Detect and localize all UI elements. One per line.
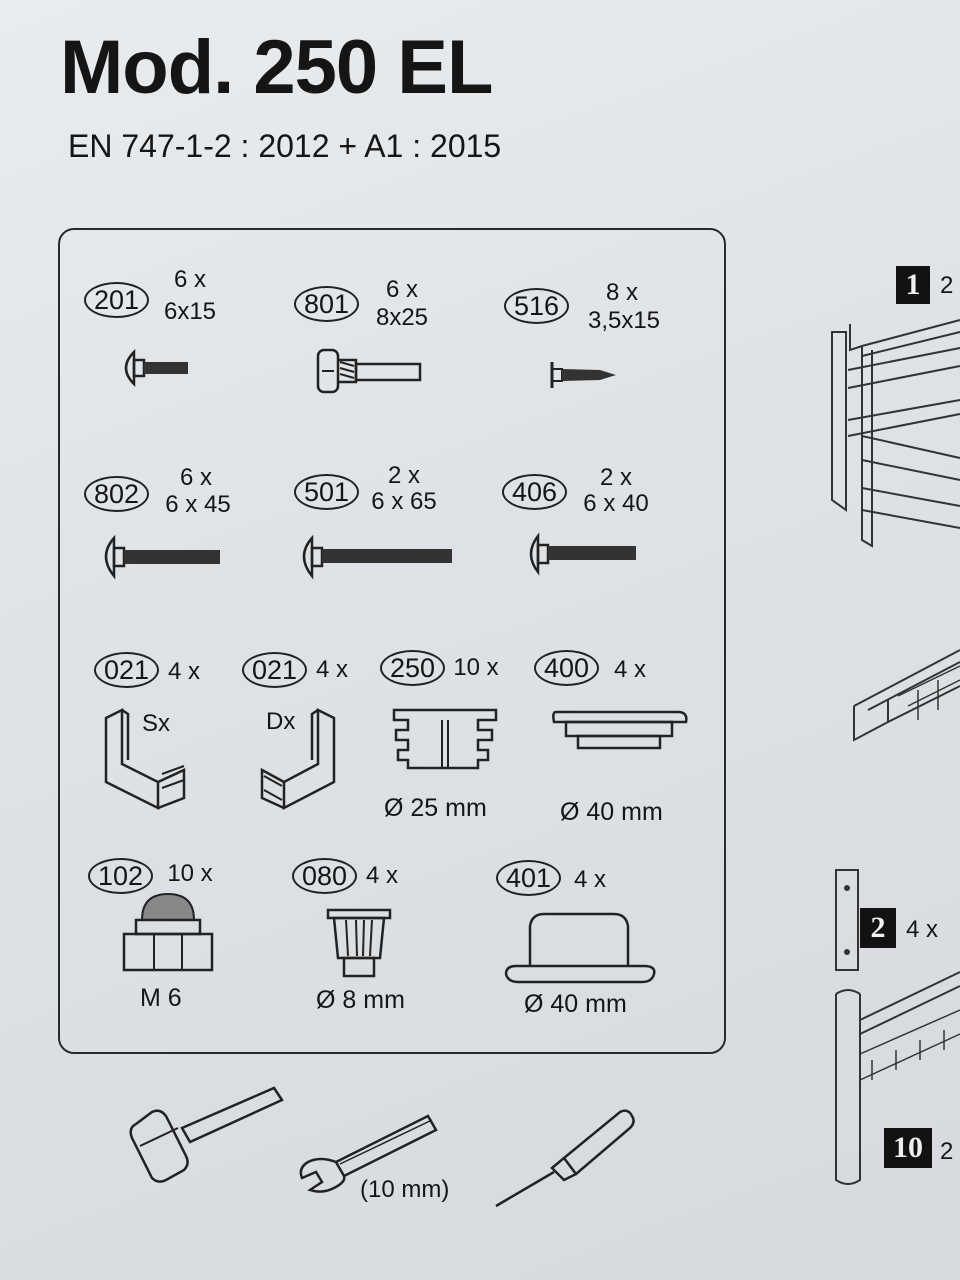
- tube-insert-25-icon: [392, 708, 498, 770]
- wrench-size-caption: (10 mm): [360, 1176, 450, 1203]
- part-code-badge: 802: [84, 476, 150, 512]
- wrench-icon: [299, 1114, 438, 1193]
- bolt-6x15-icon: [124, 348, 188, 388]
- bed-frame-drawing: [831, 319, 960, 742]
- step-number-badge: 1: [896, 266, 930, 304]
- part-code-badge: 021: [242, 652, 308, 688]
- dowel-plug-icon: [326, 908, 392, 978]
- part-code-badge: 400: [534, 650, 600, 686]
- model-title: Mod. 250 EL: [60, 25, 493, 110]
- part-quantity: 10 x: [167, 860, 213, 887]
- part-quantity: 4 x: [167, 658, 200, 685]
- part-diameter-caption: Ø 25 mm: [384, 794, 487, 822]
- part-size: 6 x 65: [371, 488, 437, 515]
- step-quantity: 2: [940, 1138, 954, 1165]
- part-size: 6 x 40: [583, 490, 649, 517]
- connector-plate-drawing: [835, 869, 859, 971]
- part-code-badge: 801: [294, 286, 360, 322]
- part-size: 6x15: [163, 298, 217, 325]
- part-size: 6 x 45: [165, 491, 231, 518]
- part-quantity: 8 x: [605, 279, 638, 306]
- left-bracket-icon: [104, 707, 186, 811]
- step-quantity: 4 x: [906, 916, 939, 943]
- part-code-badge: 516: [504, 288, 570, 324]
- bolt-6x65-icon: [302, 534, 452, 580]
- hammer-icon: [129, 1086, 284, 1183]
- step-number-badge: 10: [884, 1128, 932, 1168]
- part-quantity: 6 x: [179, 464, 212, 491]
- right-side-label: Dx: [266, 708, 296, 735]
- part-code-badge: 501: [294, 474, 360, 510]
- left-side-label: Sx: [142, 710, 171, 737]
- part-quantity: 6 x: [173, 266, 206, 293]
- screwdriver-icon: [495, 1109, 635, 1208]
- bolt-6x40-icon: [529, 532, 636, 576]
- part-code-badge: 102: [88, 858, 154, 894]
- step-number-badge: 2: [860, 908, 896, 948]
- bed-corner-drawing: [835, 971, 960, 1185]
- part-diameter-caption: Ø 40 mm: [524, 990, 627, 1018]
- part-code-badge: 406: [502, 474, 568, 510]
- part-code-badge: 250: [380, 650, 446, 686]
- bolt-8x25-icon: [316, 348, 422, 394]
- part-code-badge: 201: [84, 282, 150, 318]
- part-quantity: 2 x: [387, 462, 420, 489]
- right-bracket-icon: [260, 707, 336, 811]
- part-quantity: 6 x: [385, 276, 418, 303]
- nut-thread-caption: M 6: [140, 984, 182, 1012]
- part-quantity: 2 x: [599, 464, 632, 491]
- part-quantity: 4 x: [573, 866, 606, 893]
- step-quantity: 2: [940, 272, 954, 299]
- standard-reference: EN 747-1-2 : 2012 + A1 : 2015: [68, 128, 502, 164]
- part-size: 3,5x15: [587, 307, 661, 334]
- foot-cap-40-icon: [504, 912, 656, 984]
- bolt-6x45-icon: [104, 534, 220, 580]
- part-quantity: 4 x: [365, 862, 398, 889]
- part-code-badge: 021: [94, 652, 160, 688]
- part-quantity: 4 x: [613, 656, 646, 683]
- part-code-badge: 401: [496, 860, 562, 896]
- parts-list-panel: [58, 228, 726, 1054]
- part-diameter-caption: Ø 8 mm: [316, 986, 405, 1014]
- wood-screw-icon: [550, 362, 616, 388]
- part-diameter-caption: Ø 40 mm: [560, 798, 663, 826]
- tube-cap-40-icon: [552, 710, 688, 750]
- cap-nut-icon: [122, 892, 214, 972]
- part-quantity: 4 x: [315, 656, 348, 683]
- part-code-badge: 080: [292, 858, 358, 894]
- part-size: 8x25: [375, 304, 429, 331]
- part-quantity: 10 x: [453, 654, 499, 681]
